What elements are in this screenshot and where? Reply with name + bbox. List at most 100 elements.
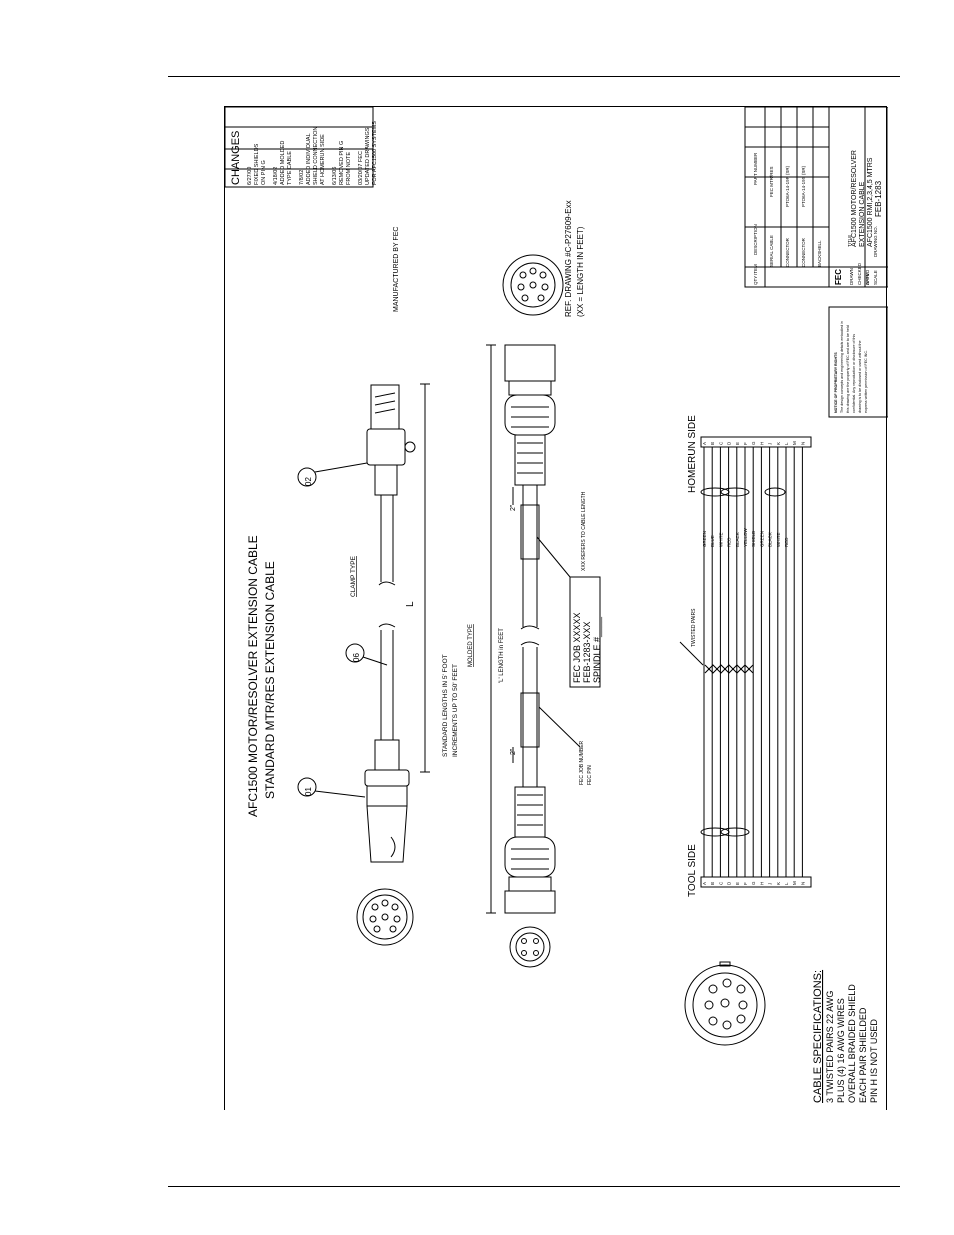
change-5a: 03/20/07 FEC: [358, 151, 364, 185]
tb-drawing-no: FEB-1283: [874, 180, 883, 217]
footer-rule: [168, 1186, 900, 1187]
wire-color-label: YELLOW: [743, 527, 748, 547]
drawing-frame: CHANGES 6/27/00 FIXED SHIELDS ON PIN G 4…: [224, 106, 888, 1110]
tb-description: DESCRIPTION: [753, 224, 758, 255]
change-2c: TYPE CABLE: [287, 151, 293, 185]
tb-checked: CHECKED: [857, 262, 862, 285]
tb-bom-4: BACKSHELL: [817, 240, 822, 267]
change-2b: ADDED MOLDED: [280, 141, 286, 185]
cable-drawing: CHANGES 6/27/00 FIXED SHIELDS ON PIN G 4…: [225, 107, 888, 1103]
change-4c: FROM NOTE: [346, 152, 352, 185]
notice-4: confidential. Any reproduction or disclo…: [852, 334, 856, 413]
drawing-title-1: AFC1500 MOTOR/RESOLVER EXTENSION CABLE: [246, 535, 260, 817]
tb-title-1: AFC1500 MOTOR/RESOLVER: [851, 150, 858, 247]
tool-pin-H: H: [759, 882, 764, 885]
tb-date: DATE: [865, 273, 870, 285]
changes-header: CHANGES: [230, 131, 242, 185]
tb-item: ITEM: [753, 264, 758, 275]
balloon-01: 01: [304, 787, 313, 796]
tool-pin-J: J: [768, 883, 773, 885]
tool-pin-L: L: [784, 882, 789, 885]
change-5c: FOR AFC1500 SYSTEMS: [372, 121, 378, 185]
home-pin-N: N: [800, 442, 805, 445]
change-2a: 4/18/02: [273, 167, 279, 185]
notice-3: this drawing are the property of FEC and…: [846, 325, 850, 413]
notice-2: The design concepts and engineering deta…: [840, 321, 844, 413]
l-length-label: 'L' LENGTH in FEET: [499, 628, 505, 683]
changes-block: [225, 107, 374, 188]
length-l-label: L: [405, 601, 416, 607]
home-pin-K: K: [776, 442, 781, 445]
tool-pin-K: K: [776, 882, 781, 885]
change-3b: ADDED INDIVIDUAL: [306, 133, 312, 185]
tb-drawing-no-label: DRAWING NO.: [873, 226, 878, 257]
home-pin-J: J: [768, 443, 773, 445]
home-pin-H: H: [759, 442, 764, 445]
change-4a: 6/13/06: [332, 167, 338, 185]
wire-color-label: WHITE: [776, 533, 781, 548]
wire-color-label: RED: [727, 537, 732, 547]
change-4b: REMOVED PIN G: [339, 141, 345, 185]
tool-pin-B: B: [710, 882, 715, 885]
ref-drawing: REF. DRAWING #C-P27609-Exx: [564, 200, 573, 317]
home-pin-A: A: [702, 442, 707, 445]
drawing-title-2: STANDARD MTR/RES EXTENSION CABLE: [263, 561, 277, 799]
balloon-02: 02: [304, 477, 313, 486]
change-3a: 7/8/02: [299, 170, 305, 185]
wire-color-label: RED: [784, 537, 789, 547]
change-3c: SHIELD CONNECTION: [313, 127, 319, 185]
balloon-06: 06: [352, 653, 361, 662]
label-spindle: SPINDLE #____: [592, 616, 602, 683]
tool-pin-E: E: [735, 882, 740, 885]
std-lengths-1: STANDARD LENGTHS IN 5' FOOT: [442, 654, 449, 757]
notice-1: NOTICE OF PROPRIETARY RIGHTS: [834, 352, 838, 413]
tb-part-1: FEC MTR/RES: [769, 166, 774, 197]
clamp-type-label: CLAMP TYPE: [350, 555, 357, 597]
homerun-side-label: HOMERUN SIDE: [687, 415, 698, 493]
spec-line-1: 3 TWISTED PAIRS 22 AWG: [825, 991, 835, 1103]
home-pin-L: L: [784, 442, 789, 445]
tb-title-2: EXTENSION CABLE: [859, 181, 866, 247]
tool-pin-A: A: [702, 882, 707, 885]
tb-drawn: DRAWN: [849, 268, 854, 285]
tool-connector-face: [684, 961, 766, 1046]
wire-color-label: BLACK: [768, 532, 773, 547]
wire-color-label: SHIELD: [751, 530, 756, 547]
home-pin-M: M: [792, 441, 797, 445]
dim-2-top: 2": [510, 504, 517, 511]
dim-2-bottom: 2": [510, 748, 517, 755]
label-fec-job: FEC JOB XXXXX: [572, 612, 582, 683]
tool-pin-G: G: [751, 881, 756, 885]
molded-cable: [486, 254, 601, 968]
wire-color-label: BLUE: [710, 535, 715, 547]
home-pin-E: E: [735, 442, 740, 445]
spec-line-4: EACH PAIR SHIELDED: [858, 1007, 868, 1103]
tb-bom-3: CONNECTOR: [801, 237, 806, 267]
twisted-pairs-label: TWISTED PAIRS: [691, 608, 697, 647]
wire-color-label: GREEN: [702, 531, 707, 547]
change-5b: UPDATED DRAWINGS: [365, 127, 371, 185]
tb-scale: SCALE: [873, 270, 878, 285]
notice-5: drawing is to be disclosed or used witho…: [858, 340, 862, 413]
tb-appvd: APPVD: [865, 269, 870, 285]
tb-bom-1: SERIAL CABLE: [769, 235, 774, 267]
wire-color-label: BLACK: [735, 532, 740, 547]
change-1a: 6/27/00: [247, 167, 253, 185]
home-pin-D: D: [727, 441, 732, 445]
wire-color-label: WHITE: [718, 533, 723, 548]
home-pin-G: G: [751, 441, 756, 445]
ref-note: (XX = LENGTH IN FEET): [576, 226, 585, 317]
manufactured-label: MANUFACTURED BY FEC: [393, 227, 400, 312]
spec-line-3: OVERALL BRAIDED SHIELD: [847, 984, 857, 1103]
tb-bom-2: CONNECTOR: [785, 237, 790, 267]
tb-part-3: PTO6A-14-19S (SR): [801, 165, 806, 207]
clamp-cable: [297, 383, 430, 946]
label-feb-part: FEB-1283-XXX: [582, 621, 592, 683]
spec-line-2: PLUS (4) 16 AWG WIRES: [836, 998, 846, 1103]
tool-pin-M: M: [792, 881, 797, 885]
home-pin-B: B: [710, 442, 715, 445]
tool-pin-D: D: [727, 881, 732, 885]
fec-job-number: FEC JOB NUMBER: [579, 740, 585, 785]
home-pin-F: F: [743, 442, 748, 445]
svg-text:CHANGES: CHANGES: [230, 131, 242, 185]
